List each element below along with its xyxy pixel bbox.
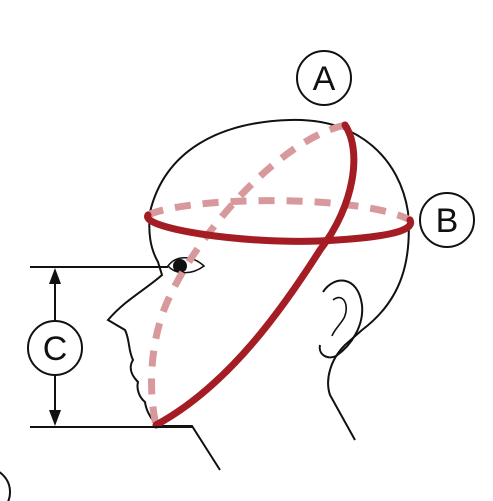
eye-pupil xyxy=(173,259,187,273)
label-a-circle xyxy=(296,50,352,106)
measure-b-back xyxy=(146,197,412,224)
face-profile xyxy=(106,211,221,471)
label-c-text: C xyxy=(43,330,68,368)
ear xyxy=(318,279,364,359)
label-b-circle xyxy=(419,192,475,248)
measure-c-arrow-top xyxy=(49,268,61,284)
measure-c-arrow-bottom xyxy=(49,410,61,426)
label-a-text: A xyxy=(313,60,336,98)
measure-a-front xyxy=(152,121,358,429)
measure-b-front xyxy=(144,211,415,245)
measure-a-back xyxy=(148,121,346,426)
ear-inner xyxy=(331,296,348,337)
label-b-text: B xyxy=(436,202,459,240)
label-c-circle xyxy=(27,320,83,376)
head-outline xyxy=(149,118,410,441)
partial-circle-edge xyxy=(0,471,11,501)
